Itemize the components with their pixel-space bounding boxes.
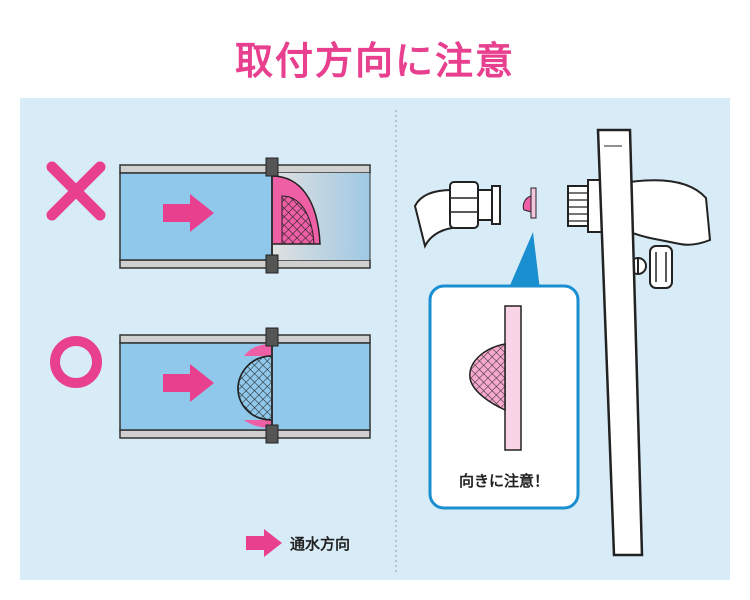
faucet bbox=[567, 173, 712, 289]
cross-mark bbox=[46, 161, 106, 221]
legend-arrow-icon bbox=[246, 529, 282, 557]
callout-box bbox=[428, 284, 580, 510]
callout-pointer bbox=[508, 232, 540, 290]
circle-mark bbox=[50, 336, 102, 388]
strainer-wrong bbox=[265, 157, 321, 274]
hose bbox=[413, 188, 453, 249]
flow-arrow-wrong bbox=[163, 194, 214, 232]
wall-pipe bbox=[596, 128, 644, 557]
small-strainer bbox=[522, 187, 537, 219]
legend: 通水方向 bbox=[244, 530, 350, 556]
strainer-correct bbox=[237, 327, 279, 444]
wrong-pipe bbox=[119, 164, 371, 269]
hose-nut bbox=[449, 181, 501, 229]
flow-arrow-correct bbox=[163, 364, 214, 402]
callout-text: 向きに注意！ bbox=[458, 472, 549, 490]
page-title: 取付方向に注意 bbox=[234, 39, 515, 83]
legend-label: 通水方向 bbox=[290, 534, 351, 553]
